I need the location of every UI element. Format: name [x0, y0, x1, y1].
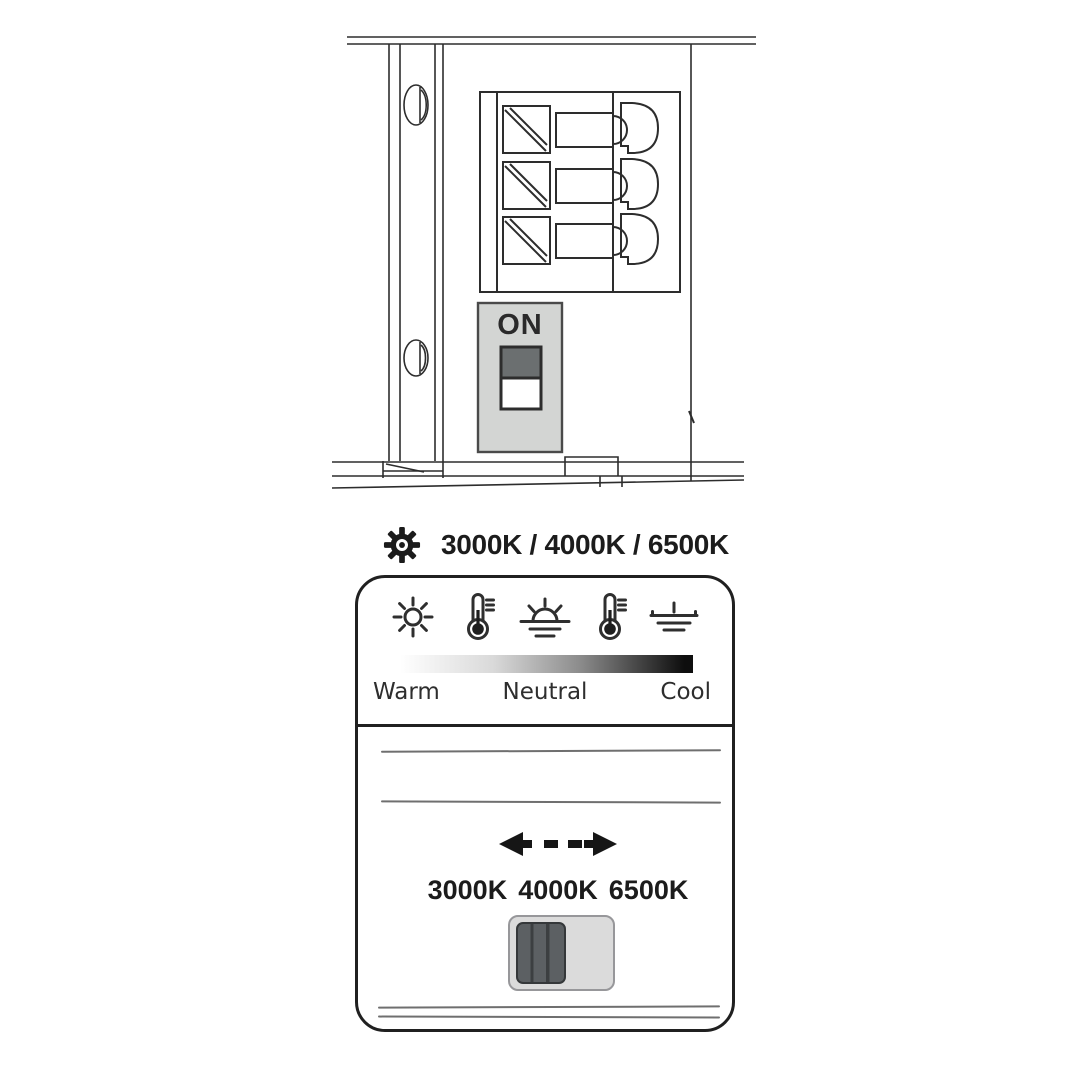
- option-6500k: 6500K: [608, 875, 689, 905]
- switch-knob: [516, 922, 566, 984]
- sunset-icon: [519, 597, 571, 638]
- screw-icon: [403, 339, 429, 377]
- section-divider: [358, 724, 732, 727]
- terminal-block: [479, 91, 681, 293]
- sketch-line: [380, 749, 722, 753]
- screw-icon: [403, 84, 429, 126]
- sun-icon: [392, 596, 434, 638]
- installation-diagram: [331, 36, 756, 489]
- sketch-line: [380, 800, 722, 804]
- cct-heading: 3000K / 4000K / 6500K: [383, 526, 729, 564]
- cct-slide-switch: [508, 915, 615, 991]
- cct-gradient-bar: [400, 655, 693, 673]
- cct-title: 3000K / 4000K / 6500K: [441, 529, 729, 560]
- mounting-rail: [388, 44, 444, 461]
- base-lines: [331, 456, 745, 489]
- cool-label: Cool: [660, 679, 711, 705]
- cct-selector-card: Warm Neutral Cool 3000K 4000K 6500K: [355, 575, 735, 1032]
- housing-edge: [688, 44, 695, 481]
- direction-arrow-icon: [499, 832, 617, 856]
- cct-options: 3000K 4000K 6500K: [371, 875, 745, 906]
- neutral-label: Neutral: [502, 679, 588, 705]
- dusk-icon: [649, 601, 699, 632]
- option-3000k: 3000K: [427, 875, 508, 905]
- sketch-line: [377, 1005, 721, 1009]
- thermometer-icon: [599, 593, 627, 640]
- warm-label: Warm: [373, 679, 440, 705]
- thermometer-icon: [467, 593, 495, 640]
- option-4000k: 4000K: [518, 875, 598, 905]
- power-switch-on-label: ON: [497, 309, 543, 341]
- sketch-line: [377, 1015, 721, 1019]
- power-switch-panel: [476, 301, 564, 454]
- gear-icon: [383, 526, 421, 564]
- ceiling-lines: [347, 36, 756, 45]
